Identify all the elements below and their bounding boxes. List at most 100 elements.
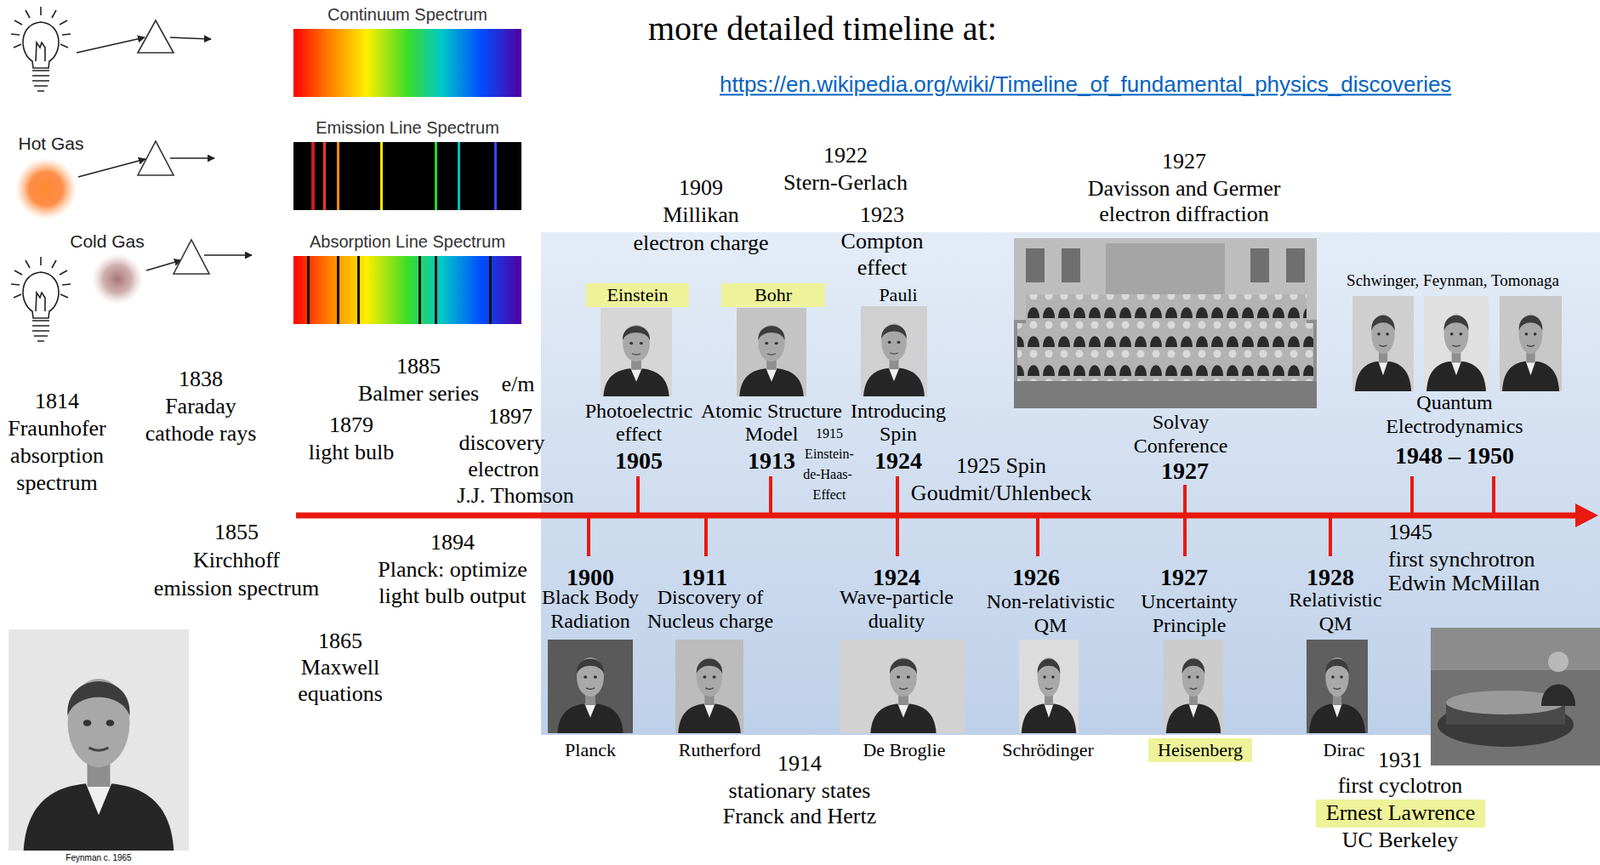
portrait-photo [23,678,175,851]
event-label: Stern-Gerlach [783,170,908,194]
year-label: 1924 [874,448,923,473]
event-label: equations [297,682,383,706]
event-label: 1925 Spin [956,454,1047,478]
cyclotron-photo [1430,627,1600,766]
event-label: 1897 [488,404,533,428]
event-label: Balmer series [358,381,479,405]
event-label: electron diffraction [1098,202,1269,226]
tick-mark [1410,476,1414,516]
event-label: light bulb [308,440,394,464]
portrait-photo [1166,657,1221,734]
portrait-photo [739,324,803,397]
year-label: 1927 [1161,458,1209,484]
heading-text: more detailed timeline at: [648,11,997,47]
event-label: Black Body [541,586,639,609]
photo-ground [1430,627,1600,766]
portrait-photo [1306,639,1368,734]
event-label: 1922 [823,143,868,167]
person-name: Planck [564,740,616,760]
tick-mark [768,476,773,516]
spectrum-panel: Continuum Spectrum [293,4,522,97]
event-label: emission spectrum [153,576,319,600]
event-label: Fraunhofer [7,416,107,440]
light-ray [76,37,145,53]
event-label: 1915 [815,427,843,442]
timeline-panel [540,232,1600,735]
event-label: Radiation [550,610,630,633]
event-label: de-Haas- [802,467,853,483]
event-label: Principle [1152,614,1227,637]
event-label: 1923 [859,203,905,227]
portrait-photo [677,657,741,734]
person-head [1548,651,1569,672]
event-label: Nucleus charge [647,610,774,633]
event-label: QM [1034,614,1068,637]
photo-ground [1013,238,1317,409]
event-label: Kirchhoff [193,548,280,572]
portrait-photo [1352,296,1414,392]
portrait-photo [603,324,669,397]
event-label: Wave-particle [839,586,954,609]
light-ray [78,159,146,177]
event-label: stationary states [728,779,872,803]
timeline-ticks [588,476,1494,557]
tick-mark [895,476,900,557]
prism [173,239,210,274]
event-label: UC Berkeley [1342,828,1458,852]
event-label: Introducing [850,400,946,422]
highlight-box: Bohr [721,283,826,308]
tick-mark [704,515,708,557]
person-name: Schrödinger [1002,740,1094,760]
event-label: e/m [501,372,536,396]
light-ray [170,37,211,40]
building-window [1250,248,1270,283]
event-label: first cyclotron [1338,774,1464,798]
building-window [1025,248,1045,283]
event-label: 1927 [1161,149,1207,173]
event-label: Discovery of [657,586,764,609]
event-label: Faraday [165,394,237,418]
event-label: Atomic Structure [700,400,843,422]
person-name: Schwinger, Feynman, Tomonaga [1346,272,1560,290]
event-label: J.J. Thomson [456,483,575,507]
event-label: 1865 [318,629,363,653]
event-label: 1914 [777,751,822,775]
event-label: Millikan [662,203,740,227]
event-label: 1894 [430,530,475,554]
tick-mark [1491,476,1496,516]
portrait-photo [1309,657,1366,734]
event-label: 1855 [214,520,259,544]
event-label: effect [615,423,662,445]
light-bulb [11,6,71,92]
portrait-photo [736,307,807,397]
people-row [1025,294,1307,324]
spectrum-strip [293,256,522,325]
highlight-box: Heisenberg [1148,738,1253,763]
year-label: 1905 [614,448,663,473]
portrait-photo [8,629,189,851]
prism [137,20,174,53]
spectrum-panel: Absorption Line Spectrum [293,231,522,325]
event-label: Model [745,423,799,445]
event-label: spectrum [16,471,97,495]
event-label: Quantum [1416,392,1492,414]
person-name: Bohr [728,284,819,306]
portrait-photo [1019,639,1079,734]
event-label: Einstein- [804,447,855,462]
event-label: electron charge [632,231,769,255]
event-label: Spin [879,423,917,445]
event-label: QM [1319,613,1353,635]
year-label: 1928 [1306,564,1355,590]
event-label: Solvay [1152,411,1210,433]
event-label: 1885 [396,354,441,378]
person-name: Rutherford [678,740,762,760]
event-label: cathode rays [145,421,257,445]
portrait-photo [863,323,925,397]
event-label: Photoelectric [585,400,694,422]
people-row [1017,352,1314,382]
portrait-photo [840,639,965,734]
person-name: Heisenberg [1155,740,1246,761]
timeline-arrowhead [1575,503,1599,528]
event-label: 1838 [178,367,223,391]
